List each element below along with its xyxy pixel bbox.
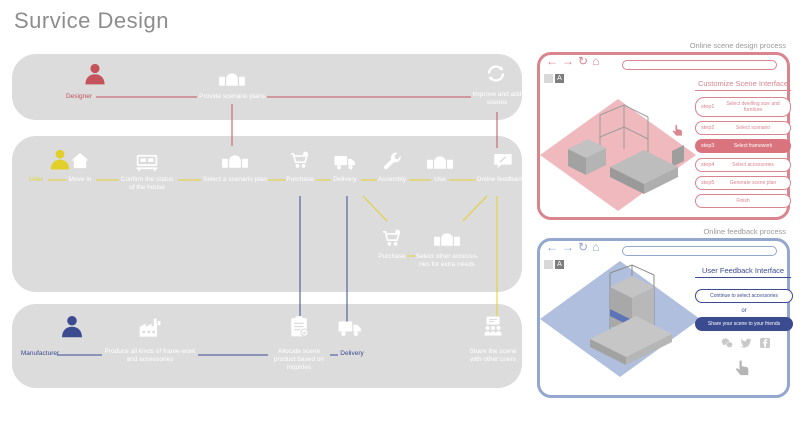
produce-label: Produce all kinds of frame-work and acce… [104, 348, 196, 364]
design-process-label: Online scene design process [689, 41, 786, 50]
accessories-icon [434, 233, 460, 246]
design-step-4[interactable]: step4 Select accessories [695, 158, 791, 172]
design-step-3-active[interactable]: step3 Select framework [695, 139, 791, 153]
move-in-label: Move in [68, 176, 92, 183]
step-text: Select framework [733, 142, 773, 149]
clipboard-icon [290, 315, 309, 338]
step-text: Select scenario [735, 124, 771, 131]
share-scene-button[interactable]: Share your scene to your friends [695, 317, 793, 331]
manufacturer-delivery-label: Delivery [340, 350, 364, 357]
confirm-status-label: Confirm the status of the house [120, 176, 174, 192]
hand-cursor-icon [672, 124, 682, 136]
or-text: or [741, 308, 747, 314]
refresh-icon[interactable]: ↻ [578, 240, 589, 254]
wechat-icon[interactable] [720, 336, 734, 350]
facebook-icon[interactable] [758, 336, 772, 350]
back-icon[interactable]: ← [546, 54, 558, 68]
allocate-label: Allocate scene product based on inquirie… [273, 348, 325, 372]
step-number: step3 [701, 143, 715, 149]
wrench-icon [384, 152, 401, 170]
finish-button[interactable]: Finish [695, 194, 791, 208]
feedback-browser-window: ← → ↻ ⌂ A User Feedback Interface Contin… [537, 238, 793, 398]
house-icon [71, 152, 89, 169]
provide-plans-label: Provide scenario plans [199, 93, 265, 100]
designer-actor-label: Designer [65, 93, 93, 100]
url-bar[interactable] [622, 246, 777, 256]
feedback-process-label: Online feedback process [703, 227, 786, 236]
share-scene-label: Share the scene with other users [469, 348, 517, 364]
use-furniture-icon [427, 156, 453, 169]
toolbar-letter-box[interactable]: A [555, 260, 564, 269]
design-step-2[interactable]: step2 Select scenario [695, 121, 791, 135]
step-number: step4 [701, 162, 715, 168]
branch-cart-icon [382, 228, 401, 247]
truck-icon [334, 156, 355, 170]
toolbar-box[interactable] [544, 74, 553, 83]
toolbar-box[interactable] [544, 260, 553, 269]
purchase-label: Purchase [286, 176, 314, 183]
manufacturer-truck-icon [338, 321, 361, 337]
customize-heading: Customize Scene Interface [695, 79, 791, 91]
use-label: Use [434, 176, 446, 183]
user-actor-label: User [29, 176, 43, 183]
finish-text: Finish [736, 197, 750, 204]
bed-icon [135, 154, 159, 172]
design-step-1[interactable]: step1 Select dwelling size and furniture [695, 97, 791, 117]
select-plan-label: Select a scenario plan [203, 176, 267, 183]
online-feedback-label: Online feedback [476, 176, 524, 183]
toolbar-letter-box[interactable]: A [555, 74, 564, 83]
refresh-icon[interactable]: ↻ [578, 54, 589, 68]
scenario-plan-icon [222, 155, 248, 168]
manufacturer-person-icon [62, 315, 82, 338]
branch-purchase-label: Purchase [378, 253, 406, 260]
step-text: Select dwelling size and furniture [726, 100, 780, 113]
forward-icon[interactable]: → [562, 54, 574, 68]
cart-icon [290, 150, 309, 169]
url-bar[interactable] [622, 60, 777, 70]
step-number: step5 [701, 180, 715, 186]
refresh-improve-icon [487, 64, 505, 83]
factory-icon [139, 318, 161, 337]
assembly-label: Assembly [377, 176, 407, 183]
design-step-5[interactable]: step5 Generate scene plan [695, 176, 791, 190]
forward-icon[interactable]: → [562, 240, 574, 254]
branch-accessories-label: Select other accesso-ries for extra need… [415, 253, 479, 269]
hand-cursor-icon [736, 360, 749, 376]
share-users-icon [483, 316, 503, 336]
feedback-chat-icon [493, 153, 513, 169]
back-icon[interactable]: ← [546, 240, 558, 254]
improve-scenes-label: Improve and add scenes [472, 91, 522, 107]
twitter-icon[interactable] [739, 336, 753, 350]
feedback-heading: User Feedback Interface [695, 266, 791, 278]
step-number: step2 [701, 125, 715, 131]
scenario-furniture-icon [219, 73, 245, 86]
page-title: Survice Design [14, 8, 169, 33]
manufacturer-actor-label: Manufacturer [20, 350, 60, 357]
home-icon[interactable]: ⌂ [592, 240, 600, 254]
step-text: Generate scene plan [729, 179, 777, 186]
designer-person-icon [85, 63, 105, 85]
isometric-room-scene [540, 261, 700, 377]
manufacturer-lane [12, 304, 522, 388]
continue-accessories-button[interactable]: Continue to select accessories [695, 289, 793, 303]
step-text: Select accessories [732, 161, 774, 168]
design-browser-window: ← → ↻ ⌂ A Customize Scene Interface step… [537, 52, 791, 220]
isometric-room-scene [540, 99, 696, 211]
home-icon[interactable]: ⌂ [592, 54, 600, 68]
delivery-label: Delivery [333, 176, 357, 183]
step-number: step1 [701, 104, 715, 110]
